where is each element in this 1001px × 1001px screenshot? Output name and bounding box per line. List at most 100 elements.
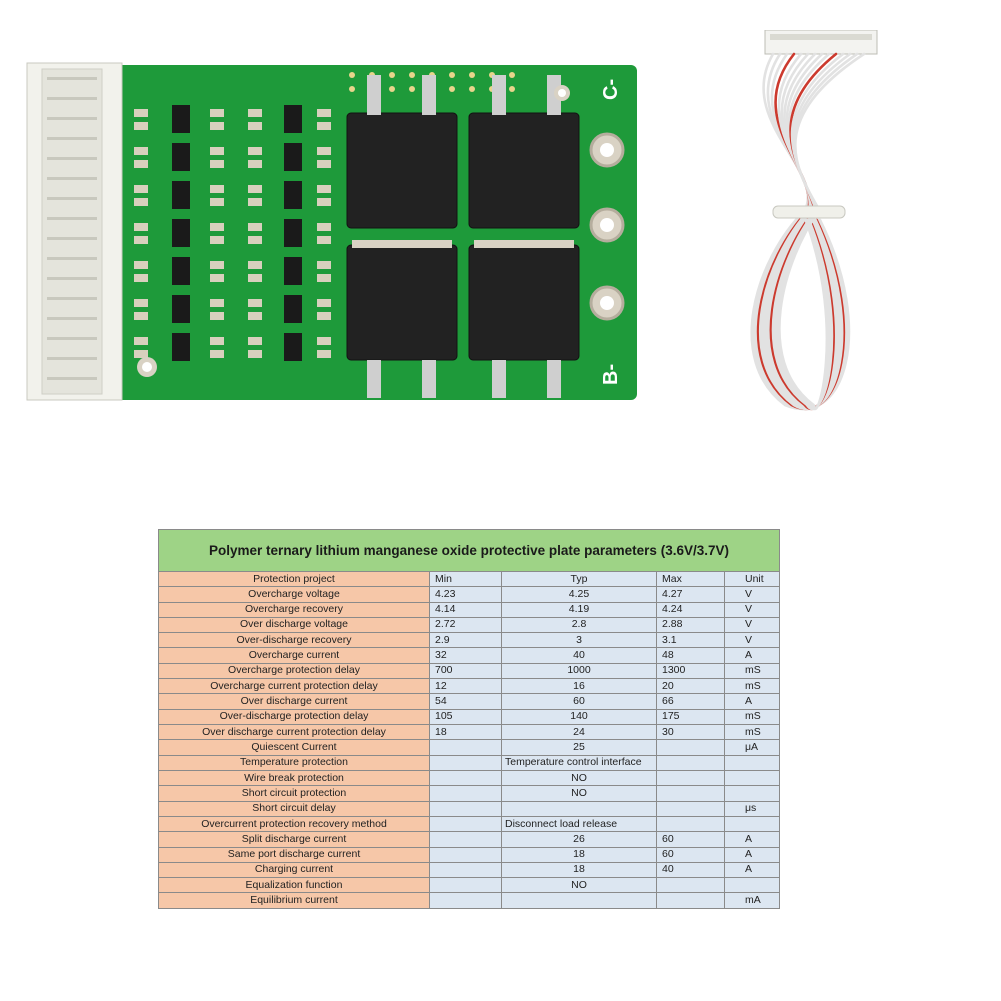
cell-max [656,815,725,833]
ic-chip [284,257,302,285]
resistor [248,274,262,282]
ic-chip [172,181,190,209]
resistor [134,236,148,244]
cell-project: Equilibrium current [158,892,430,909]
resistor [210,185,224,193]
resistor [248,122,262,130]
resistor [134,147,148,155]
resistor [210,337,224,345]
cell-max [656,769,725,787]
cell-unit: mS [723,723,781,741]
resistor [134,185,148,193]
resistor [317,337,331,345]
cell-min: 4.14 [429,601,502,618]
resistor [134,261,148,269]
resistor [317,223,331,231]
cable-wires [750,52,866,411]
cell-project: Over-discharge recovery [158,632,430,649]
resistor [210,312,224,320]
cell-unit: V [723,616,781,634]
smd-components [134,72,515,361]
terminal-label-c: C- [600,79,622,100]
cell-typ: 16 [501,678,657,695]
cell-typ: 4.25 [501,586,657,603]
resistor [317,185,331,193]
cell-unit [723,785,781,802]
cell-min: 12 [429,678,502,695]
cell-project: Overcharge current protection delay [158,678,430,695]
table-header-row: Protection project Min Typ Max Unit [158,570,781,588]
resistor [248,312,262,320]
cell-project: Over discharge current protection delay [158,723,430,741]
resistor [317,299,331,307]
cell-max: 60 [656,831,725,848]
resistor [134,122,148,130]
cell-min [429,800,502,817]
cell-unit: μs [723,800,781,817]
resistor [248,185,262,193]
cell-typ: 25 [501,739,657,756]
resistor [210,236,224,244]
cell-unit: V [723,632,781,649]
resistor [134,160,148,168]
cell-min [429,769,502,787]
header-unit: Unit [723,570,781,588]
ic-chip [284,143,302,171]
resistor [134,198,148,206]
cell-unit: μA [723,739,781,756]
cell-min [429,815,502,833]
cell-max: 3.1 [656,632,725,649]
resistor [317,274,331,282]
resistor [134,274,148,282]
cell-max [656,892,725,909]
table-row: Quiescent Current 25 μA [158,739,781,756]
resistor [248,350,262,358]
ic-chip [172,219,190,247]
resistor [248,223,262,231]
ic-chip [172,333,190,361]
ic-chip [284,105,302,133]
cell-project: Quiescent Current [158,739,430,756]
cell-typ: 2.8 [501,616,657,634]
cell-typ: 18 [501,846,657,863]
cell-project: Short circuit protection [158,785,430,802]
cell-typ: Disconnect load release [501,815,657,833]
resistor [248,337,262,345]
ic-chip [172,295,190,323]
cell-max [656,785,725,802]
cell-unit: V [723,586,781,603]
cell-min: 54 [429,693,502,710]
table-title: Polymer ternary lithium manganese oxide … [157,529,781,572]
cell-max: 4.27 [656,586,725,603]
resistor [248,236,262,244]
cell-typ: 1000 [501,662,657,680]
cell-unit: A [723,693,781,710]
terminal-pads [589,132,625,321]
cell-max: 1300 [656,662,725,680]
cell-unit: mS [723,662,781,680]
resistor [317,198,331,206]
resistor [210,160,224,168]
cell-unit: V [723,601,781,618]
ic-chip [284,219,302,247]
resistor [317,147,331,155]
cell-max: 4.24 [656,601,725,618]
resistor [317,236,331,244]
cell-typ: 40 [501,647,657,664]
resistor [248,147,262,155]
header-typ: Typ [501,570,657,588]
resistor [134,312,148,320]
cell-project: Split discharge current [158,831,430,848]
bms-board-image: C- B- [26,62,637,401]
cable-connector [764,30,878,55]
cell-unit [723,815,781,833]
